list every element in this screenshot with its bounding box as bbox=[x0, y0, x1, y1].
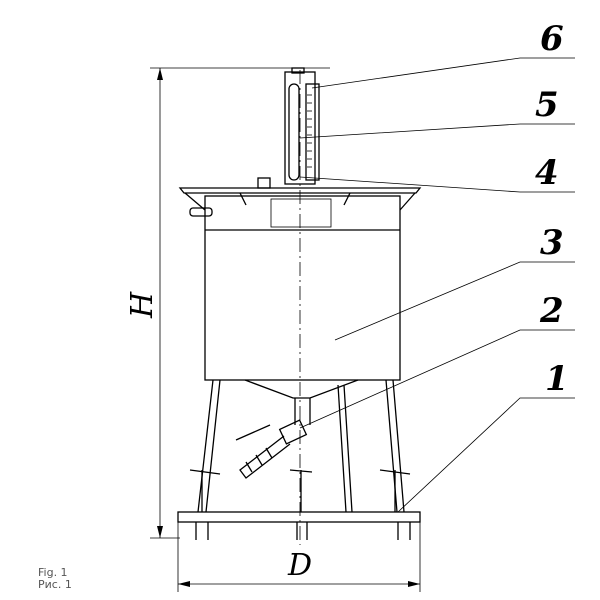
diameter-label: D bbox=[287, 548, 312, 583]
caption-en: Fig. 1 bbox=[38, 566, 68, 579]
callout-3: 3 bbox=[540, 223, 564, 263]
height-dimension: H bbox=[125, 67, 330, 539]
tank-body bbox=[204, 195, 401, 425]
callout-6: 6 bbox=[540, 19, 564, 59]
diameter-dimension: D bbox=[177, 520, 421, 592]
callout-5: 5 bbox=[535, 85, 559, 125]
stand-frame bbox=[177, 379, 421, 540]
nameplate bbox=[270, 198, 332, 228]
callout-leaders bbox=[299, 57, 575, 513]
tank-lid bbox=[178, 177, 422, 217]
drain-valve bbox=[235, 419, 308, 479]
callout-1: 1 bbox=[545, 359, 569, 399]
level-gauge bbox=[284, 67, 320, 185]
height-label: H bbox=[125, 291, 160, 319]
callout-4: 4 bbox=[535, 153, 559, 193]
caption-ru: Рис. 1 bbox=[38, 578, 72, 591]
callout-2: 2 bbox=[539, 291, 564, 331]
